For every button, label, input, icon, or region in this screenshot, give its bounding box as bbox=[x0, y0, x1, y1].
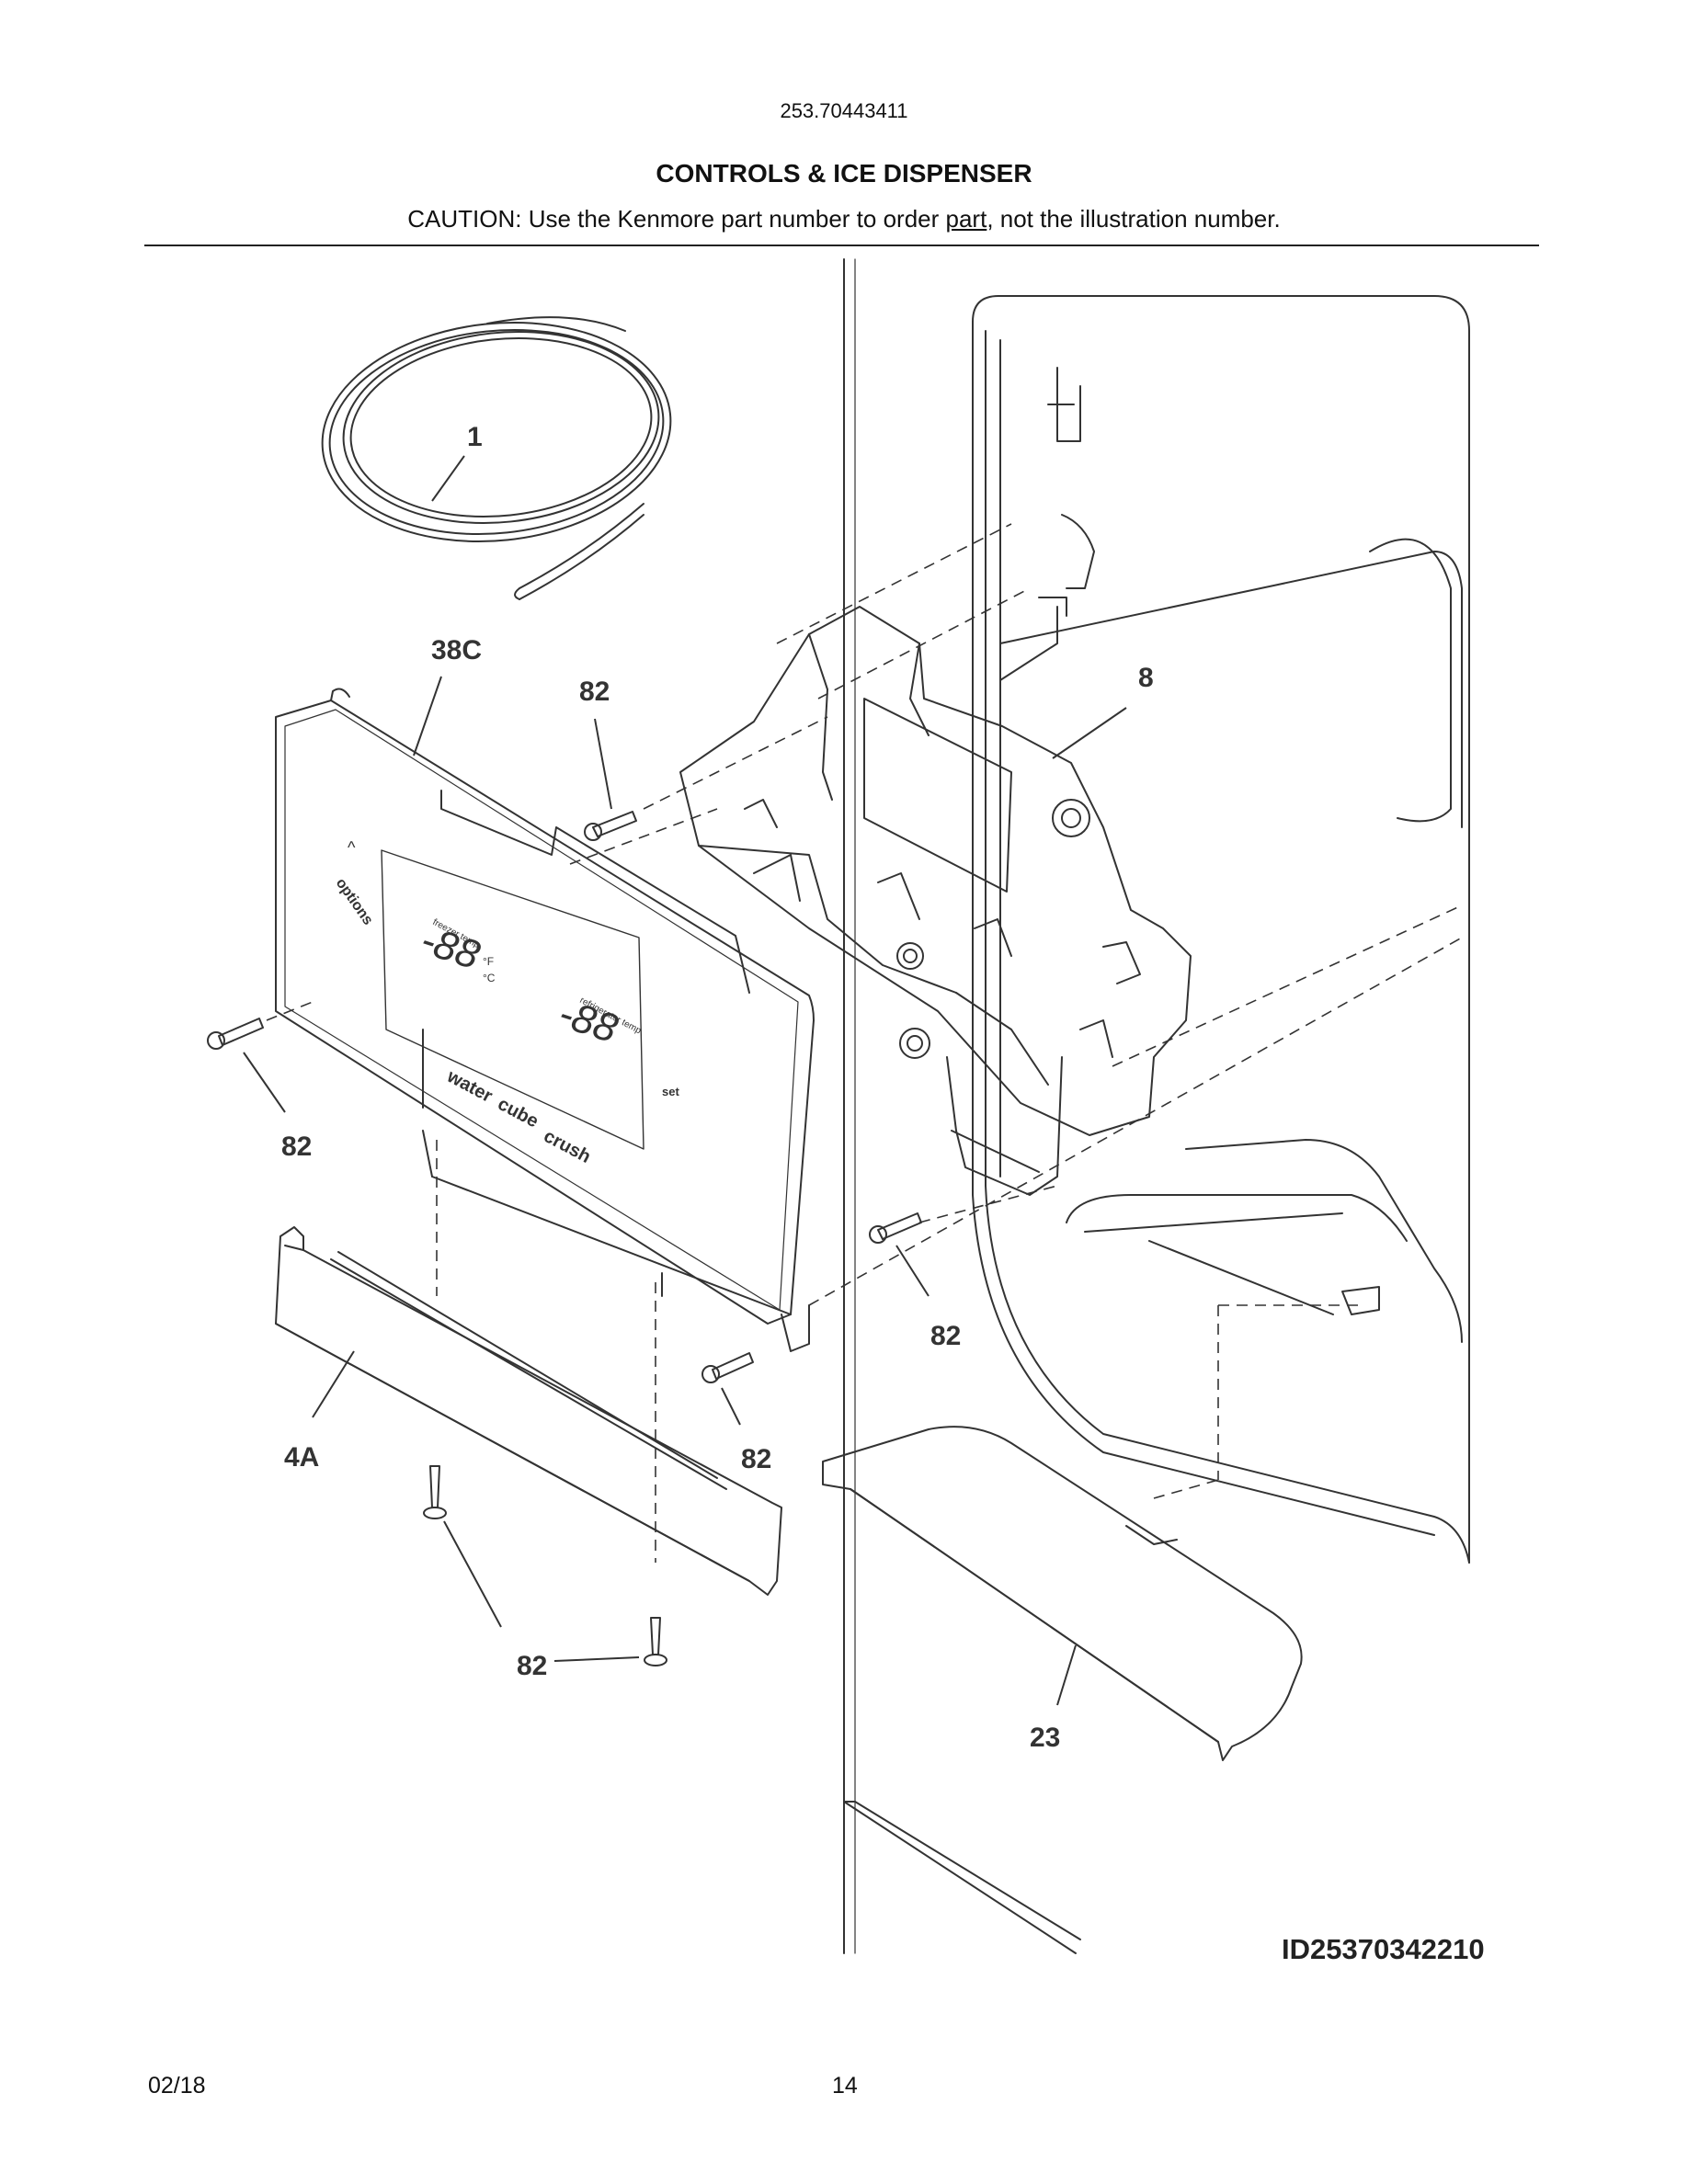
screw-upper-middle bbox=[584, 811, 637, 841]
panel-cube-label: cube bbox=[495, 1094, 542, 1132]
page-number: 14 bbox=[832, 2073, 858, 2099]
callout-23: 23 bbox=[1030, 1723, 1060, 1753]
callout-8: 8 bbox=[1138, 663, 1154, 693]
screw-lower-right bbox=[644, 1617, 667, 1666]
panel-unit-c: °C bbox=[483, 972, 496, 984]
panel-set-label: set bbox=[662, 1085, 679, 1098]
callout-38c: 38C bbox=[431, 635, 482, 665]
screw-left bbox=[207, 1018, 264, 1050]
dispenser-housing-assembly bbox=[679, 606, 1192, 1196]
control-panel-display-window bbox=[381, 849, 644, 1150]
screw-center bbox=[701, 1352, 754, 1383]
callout-82-bottom: 82 bbox=[517, 1651, 547, 1681]
callout-82-left: 82 bbox=[281, 1132, 312, 1162]
screw-lower-left bbox=[423, 1465, 447, 1519]
callout-labels: 1 38C 82 8 82 82 82 4A 82 23 bbox=[281, 422, 1154, 1753]
caution-suffix: , not the illustration number. bbox=[987, 205, 1281, 233]
panel-unit-f: °F bbox=[483, 955, 494, 968]
section-title: CONTROLS & ICE DISPENSER bbox=[656, 159, 1032, 188]
diagram-id: ID25370342210 bbox=[1282, 1933, 1485, 1965]
callout-4a: 4A bbox=[284, 1442, 319, 1473]
panel-options-label: options bbox=[333, 876, 376, 928]
drip-tray bbox=[822, 1426, 1303, 1761]
footer-date: 02/18 bbox=[148, 2073, 206, 2099]
panel-up-arrow: ^ bbox=[348, 838, 356, 857]
callout-82-top: 82 bbox=[579, 677, 610, 707]
alignment-lines bbox=[266, 523, 1463, 1563]
exploded-parts-diagram: options ^ freezer temp refrigerator temp… bbox=[207, 258, 1470, 1954]
caution-prefix: CAUTION: Use the Kenmore part number to … bbox=[407, 205, 946, 233]
panel-freezer-digits: -88 bbox=[416, 917, 485, 978]
model-number: 253.70443411 bbox=[780, 99, 908, 122]
caution-note: CAUTION: Use the Kenmore part number to … bbox=[0, 205, 1688, 233]
panel-face-labels: options ^ freezer temp refrigerator temp… bbox=[333, 838, 680, 1167]
panel-water-label: water bbox=[443, 1066, 496, 1108]
screw-right bbox=[869, 1212, 922, 1244]
panel-fridge-digits: -88 bbox=[553, 991, 623, 1052]
callout-1: 1 bbox=[467, 422, 483, 452]
cabinet-outline bbox=[843, 258, 1470, 1954]
callout-82-right: 82 bbox=[930, 1321, 961, 1351]
dispenser-trim-bar bbox=[275, 1226, 782, 1596]
control-panel-housing bbox=[275, 688, 815, 1352]
callout-82-mid: 82 bbox=[741, 1444, 771, 1474]
panel-crush-label: crush bbox=[541, 1126, 594, 1167]
water-tubing-coil bbox=[321, 316, 672, 600]
leader-lines bbox=[243, 455, 1127, 1706]
caution-underlined-word: part bbox=[945, 205, 987, 233]
header-divider bbox=[144, 245, 1539, 246]
